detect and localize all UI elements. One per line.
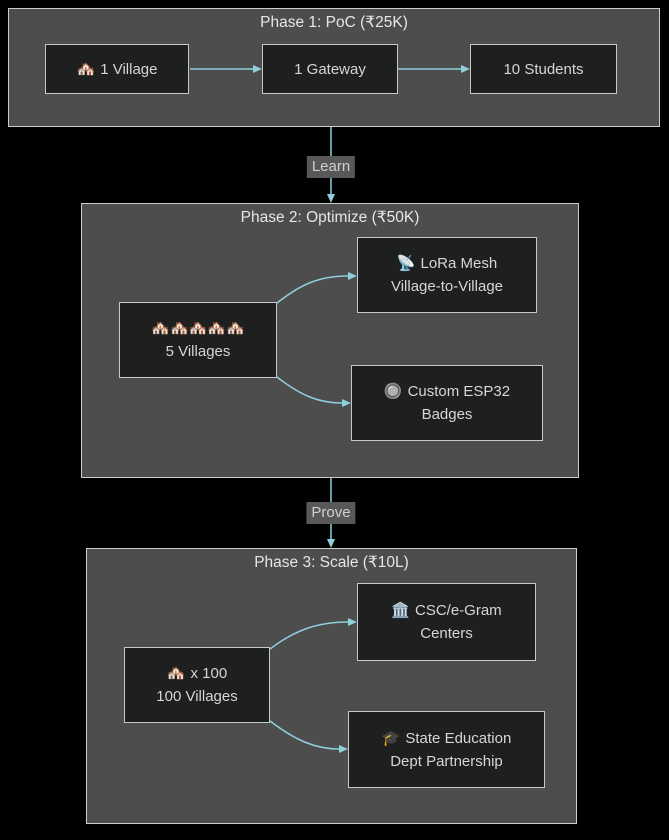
- node-line: 1 Gateway: [294, 58, 366, 81]
- node-label: 5 Villages: [165, 343, 231, 360]
- node-line: Centers: [420, 622, 473, 645]
- node-line: 100 Villages: [156, 685, 237, 708]
- node-line: 📡LoRa Mesh: [397, 252, 497, 275]
- houses-icon: 🏘️: [166, 665, 186, 682]
- node-1-village: 🏘️1 Village: [45, 44, 189, 94]
- node-label: 1 Gateway: [294, 60, 366, 78]
- radio-button-icon: 🔘: [383, 383, 403, 400]
- houses-row-icon: 🏘️🏘️🏘️🏘️🏘️: [151, 320, 245, 337]
- node-line: 🔘Custom ESP32: [384, 380, 510, 403]
- node-line: 10 Students: [503, 58, 583, 81]
- node-line: 🏛️ CSC/e-Gram: [391, 599, 501, 622]
- node-line: 🏘️1 Village: [77, 58, 158, 81]
- node-line: 5 Villages: [166, 340, 231, 363]
- node-1-gateway: 1 Gateway: [262, 44, 398, 94]
- phase-1-title: Phase 1: PoC (₹25K): [260, 14, 408, 31]
- node-label: Centers: [420, 625, 473, 642]
- node-line: Village-to-Village: [391, 275, 503, 298]
- node-label: 100 Villages: [156, 688, 238, 705]
- node-line: 🏘️🏘️🏘️🏘️🏘️: [151, 317, 244, 340]
- node-label: LoRa Mesh: [420, 255, 498, 272]
- node-label: Dept Partnership: [390, 752, 503, 770]
- node-lora-mesh: 📡LoRa Mesh Village-to-Village: [357, 237, 537, 313]
- classical-building-icon: 🏛️: [391, 602, 410, 619]
- node-state-education-partnership: 🎓State Education Dept Partnership: [348, 711, 545, 788]
- phase-3-title: Phase 3: Scale (₹10L): [254, 554, 409, 571]
- node-line: Badges: [422, 403, 473, 426]
- node-10-students: 10 Students: [470, 44, 617, 94]
- graduation-cap-icon: 🎓: [381, 729, 401, 747]
- node-100-villages: 🏘️x 100 100 Villages: [124, 647, 270, 723]
- node-5-villages: 🏘️🏘️🏘️🏘️🏘️ 5 Villages: [119, 302, 277, 378]
- node-label: CSC/e-Gram: [415, 602, 502, 619]
- satellite-antenna-icon: 📡: [396, 255, 416, 272]
- phase-2-title: Phase 2: Optimize (₹50K): [240, 209, 420, 226]
- node-label: x 100: [190, 665, 228, 682]
- node-line: Dept Partnership: [390, 750, 503, 773]
- node-label: Village-to-Village: [390, 278, 504, 295]
- node-label: Custom ESP32: [407, 383, 511, 400]
- node-label: State Education: [405, 729, 512, 747]
- edge-label-prove: Prove: [306, 502, 356, 524]
- edge-label-learn: Learn: [306, 156, 356, 178]
- node-label: 10 Students: [503, 60, 584, 78]
- node-line: 🏘️x 100: [167, 662, 227, 685]
- node-line: 🎓State Education: [382, 727, 512, 750]
- node-label: Badges: [421, 406, 473, 423]
- node-custom-esp32-badges: 🔘Custom ESP32 Badges: [351, 365, 543, 441]
- houses-icon: 🏘️: [76, 60, 96, 78]
- node-label: 1 Village: [100, 60, 158, 78]
- node-csc-egram-centers: 🏛️ CSC/e-Gram Centers: [357, 583, 536, 661]
